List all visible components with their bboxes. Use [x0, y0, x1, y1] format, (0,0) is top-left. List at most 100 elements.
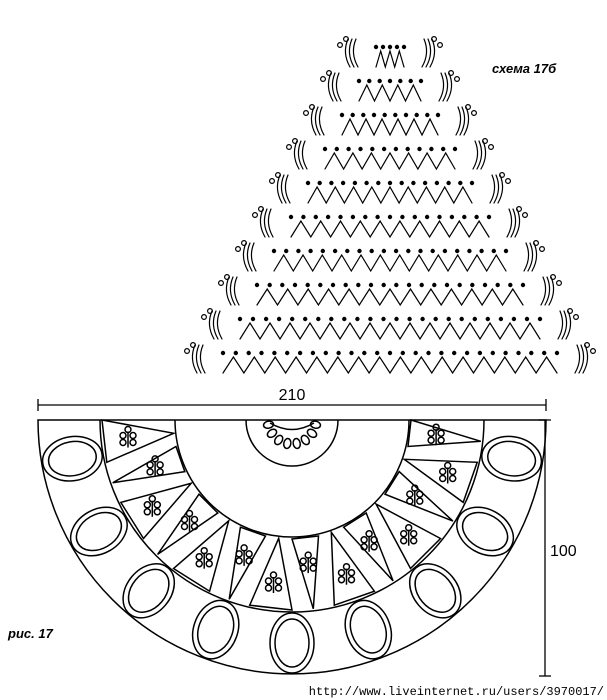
- picot-loop: [190, 342, 197, 349]
- chain-stitch-dot: [485, 316, 490, 322]
- picot-loop: [303, 109, 310, 116]
- flower-petal: [269, 571, 278, 579]
- chain-stitch-dot: [301, 214, 306, 220]
- chain-stitch-dot: [296, 248, 301, 254]
- chain-stitch-dot: [491, 248, 496, 254]
- chain-stitch-dot: [520, 282, 526, 288]
- flower-petal: [180, 515, 189, 524]
- chain-stitch-dot: [422, 180, 428, 186]
- chain-stitch-dot: [444, 282, 450, 288]
- picot-loop: [258, 206, 265, 213]
- fan-stroke: [267, 208, 274, 238]
- fan-stroke: [297, 140, 304, 170]
- flower-petal: [438, 474, 447, 483]
- chain-stitch-dot: [308, 248, 313, 254]
- double-crochet-zigzag: [222, 355, 558, 375]
- chain-stitch-dot: [373, 44, 379, 50]
- chain-stitch-dot: [542, 350, 547, 356]
- chain-stitch-dot: [292, 282, 298, 288]
- figure-label: рис. 17: [7, 626, 54, 641]
- flower-petal: [347, 575, 356, 584]
- chain-stitch-dot: [346, 146, 351, 152]
- fan-petal: [320, 69, 342, 102]
- picot-loop: [488, 144, 495, 151]
- fan-stroke: [493, 174, 500, 204]
- fan-stroke: [578, 344, 585, 374]
- flower-petal: [437, 436, 445, 444]
- flower-petal: [309, 557, 317, 565]
- triangle-panel: [112, 445, 186, 484]
- scallop-loop: [75, 511, 123, 552]
- flower-petal: [399, 529, 408, 538]
- flower-petal: [409, 529, 418, 538]
- chain-stitch-dot: [375, 214, 380, 220]
- flower-petal: [156, 461, 164, 469]
- scallop-outline: [408, 563, 462, 619]
- flower-petal: [235, 557, 243, 565]
- chain-stitch-dot: [364, 180, 369, 186]
- half-circle-shawl-diagram: [37, 419, 547, 675]
- scallop-outline: [191, 599, 240, 660]
- chain-stitch-dot: [393, 146, 399, 152]
- chain-stitch-dot: [437, 214, 442, 220]
- chain-stitch-dot: [381, 248, 387, 254]
- picot-loop: [437, 41, 444, 48]
- height-dimension-label: 100: [550, 543, 577, 560]
- chain-stitch-dot: [387, 180, 393, 186]
- chain-stitch-dot: [482, 282, 488, 288]
- chain-stitch-dot: [400, 214, 405, 220]
- chain-stitch-dot: [336, 350, 341, 356]
- picot-loop: [454, 75, 461, 82]
- chain-stitch-dot: [338, 214, 343, 220]
- double-crochet-zigzag: [239, 321, 541, 341]
- flower-petal: [200, 546, 208, 555]
- picot-loop: [572, 314, 579, 321]
- flower-petal: [156, 468, 164, 476]
- triangle-panel: [291, 535, 320, 610]
- flower-petal: [129, 431, 137, 440]
- chain-stitch-dot: [424, 214, 430, 220]
- flower-petal: [416, 490, 424, 498]
- scallop-outline: [481, 435, 543, 482]
- chain-stitch-dot: [529, 350, 534, 356]
- flower-petal: [437, 429, 445, 437]
- fan-stroke: [331, 72, 338, 102]
- shawl-outer-outline: [37, 419, 547, 675]
- chain-stitch-dot: [412, 214, 417, 220]
- chain-stitch-dot: [435, 112, 441, 118]
- scallop-outline: [69, 506, 128, 557]
- chain-stitch-dot: [418, 78, 424, 84]
- fan-stroke: [301, 140, 308, 170]
- chain-stitch-dot: [356, 78, 362, 84]
- flower-petal: [195, 559, 203, 568]
- flower-petal: [129, 438, 137, 447]
- chain-stitch-dot: [457, 282, 462, 288]
- chain-stitch-dot: [470, 282, 475, 288]
- chain-stitch-dot: [305, 282, 310, 288]
- chain-stitch-dot: [332, 248, 338, 254]
- fan-stroke: [263, 208, 270, 238]
- flower-petal: [146, 461, 154, 469]
- chain-stitch-dot: [407, 316, 412, 322]
- chain-stitch-dot: [467, 248, 472, 254]
- scallop-outline: [41, 435, 103, 482]
- chain-stitch-dot: [430, 248, 435, 254]
- center-petal: [300, 434, 311, 446]
- picot-loop: [218, 280, 225, 287]
- fan-petal: [286, 138, 308, 170]
- chain-stitch-dot: [325, 214, 331, 220]
- fan-stroke: [574, 344, 581, 374]
- scallop-outline: [344, 599, 393, 660]
- chain-stitch-dot: [442, 248, 448, 254]
- chain-stitch-dot: [458, 180, 463, 186]
- chain-stitch-dot: [511, 316, 517, 322]
- flower-petal: [299, 564, 307, 572]
- flower-petal: [235, 550, 243, 558]
- chain-stitch-dot: [405, 146, 410, 152]
- flower-petal: [205, 552, 213, 561]
- chain-stitch-dot: [446, 180, 451, 186]
- picot-loop: [207, 308, 214, 315]
- chain-stitch-dot: [343, 282, 348, 288]
- picot-loop: [505, 178, 512, 185]
- chain-stitch-dot: [433, 316, 438, 322]
